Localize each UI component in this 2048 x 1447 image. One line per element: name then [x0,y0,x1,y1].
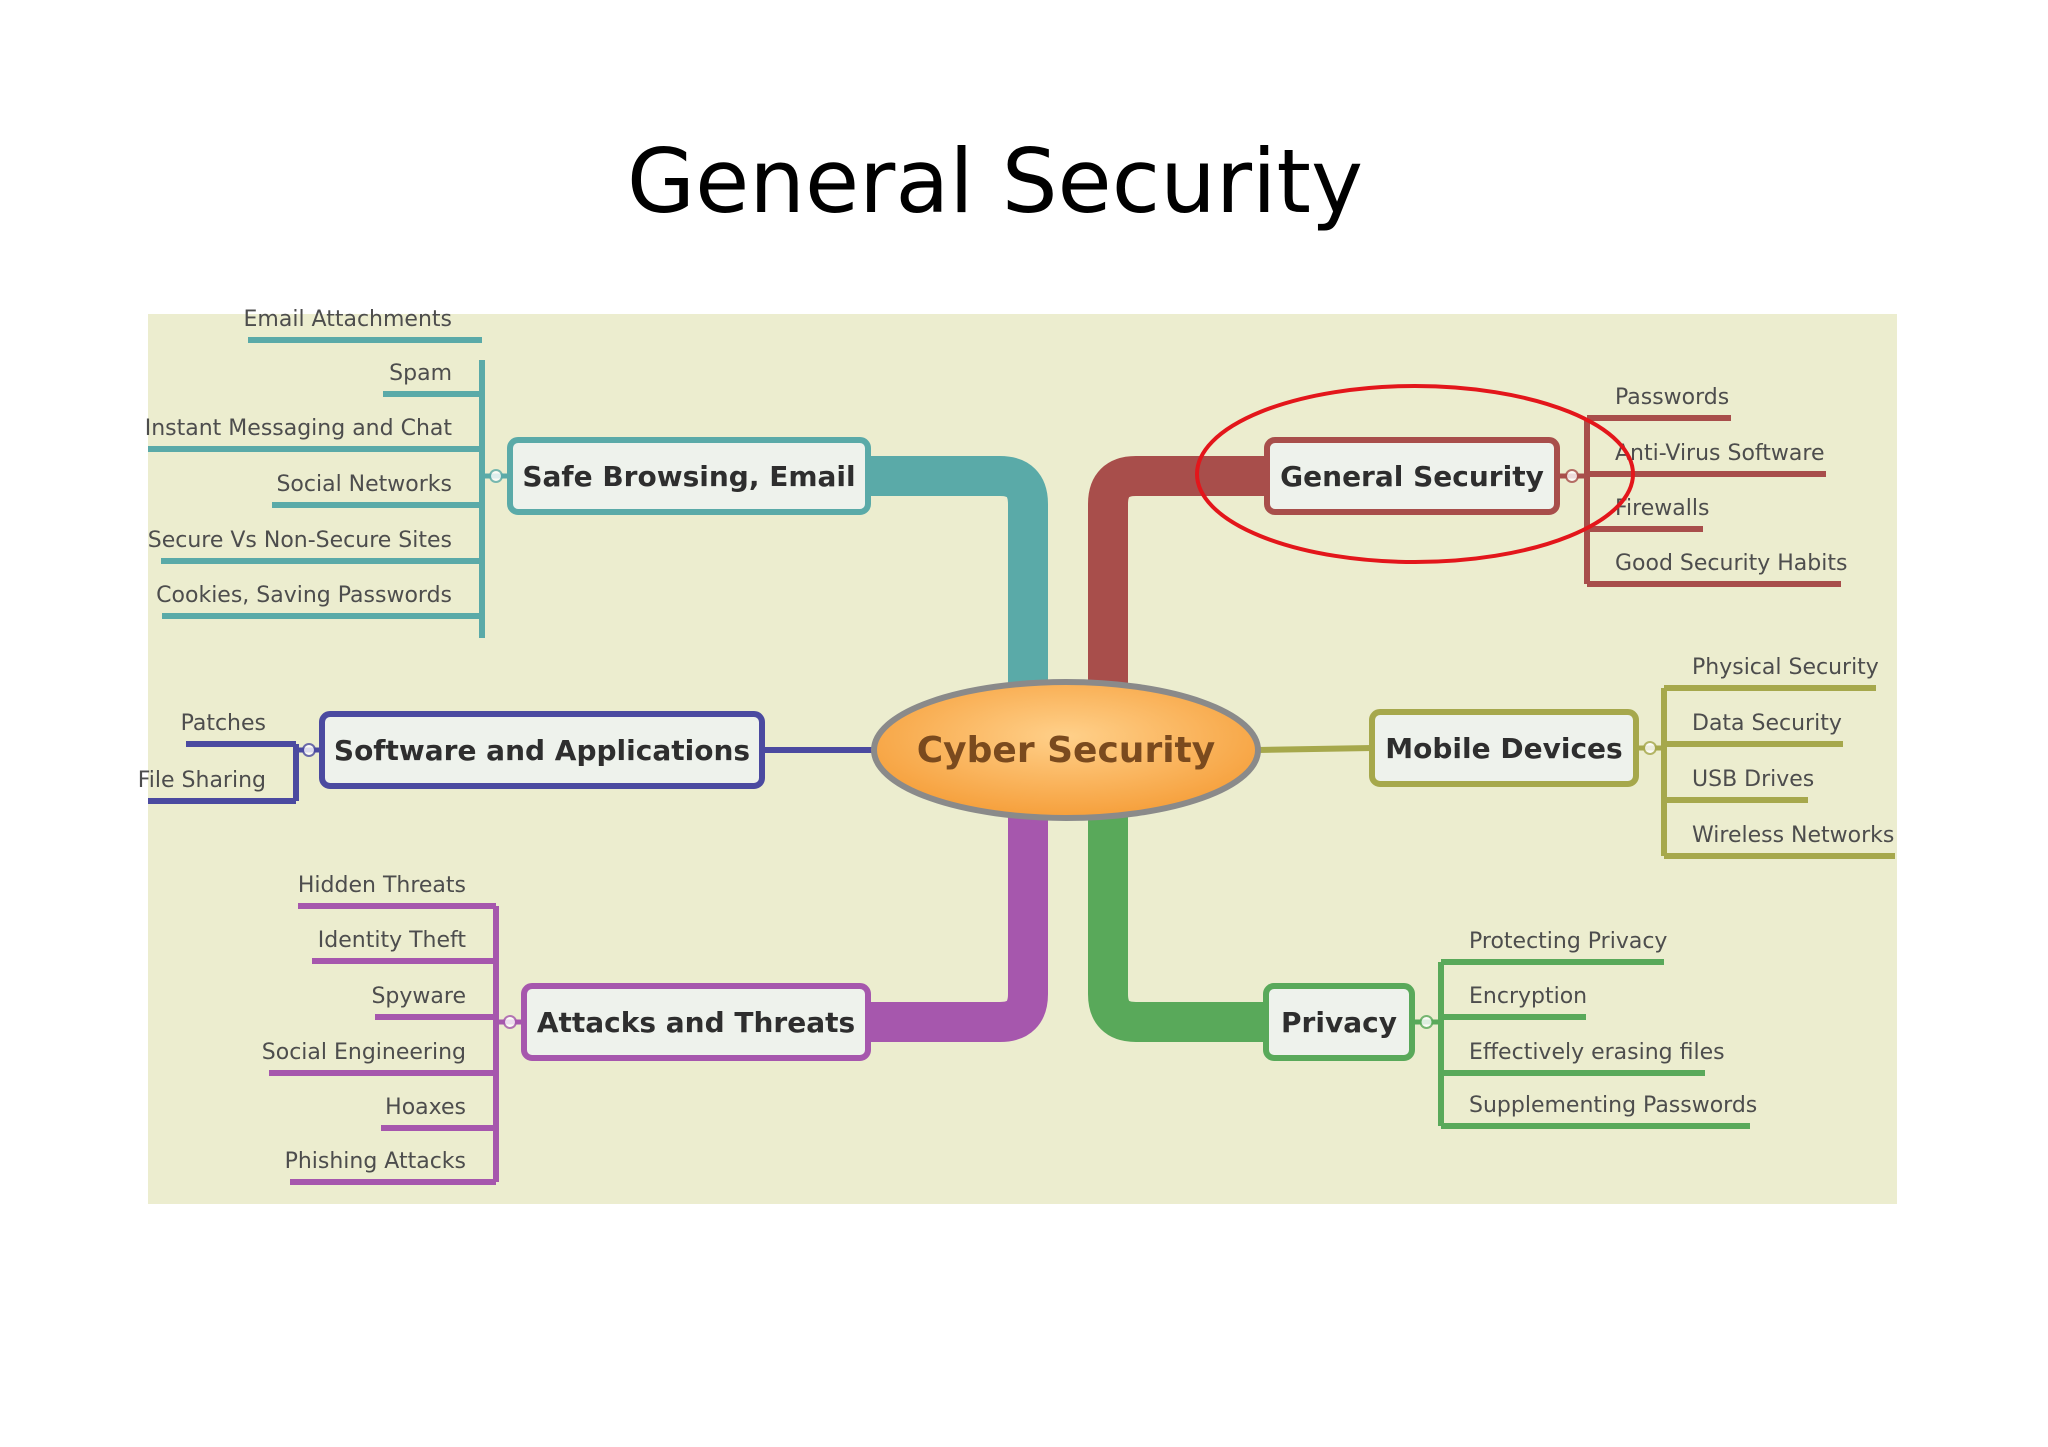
privacy-node-box [1263,983,1415,1061]
leaf-identity-theft: Identity Theft [318,928,467,953]
leaf-email-attachments: Email Attachments [244,307,452,332]
attacks-collapse-icon [503,1015,517,1029]
general-collapse-icon [1565,469,1579,483]
mobile-node-box [1369,709,1639,787]
safe-trunk [848,456,1048,720]
leaf-data-security: Data Security [1692,711,1842,736]
attacks-node-label: Attacks and Threats [537,1006,855,1039]
attacks-trunk [848,780,1048,1042]
leaf-wireless-networks: Wireless Networks [1692,823,1894,848]
leaf-social-engineering: Social Engineering [262,1040,466,1065]
branch-privacy: Protecting PrivacyEncryptionEffectively … [1263,929,1757,1129]
center-node: Cyber Security [871,679,1261,821]
leaf-physical-security: Physical Security [1692,655,1879,680]
attacks-node-box [521,983,871,1061]
mobile-collapse-icon [1643,741,1657,755]
privacy-collapse-icon [1419,1015,1434,1029]
leaf-patches: Patches [181,711,266,736]
leaf-anti-virus-software: Anti-Virus Software [1615,441,1824,466]
leaf-good-security-habits: Good Security Habits [1615,551,1847,576]
center-label: Cyber Security [917,730,1215,771]
safe-node-label: Safe Browsing, Email [522,460,855,493]
leaf-effectively-erasing-files: Effectively erasing files [1469,1040,1725,1065]
software-node-box [319,711,765,789]
leaf-protecting-privacy: Protecting Privacy [1469,929,1667,954]
safe-node-box [507,437,871,515]
software-collapse-icon [302,743,316,757]
leaf-instant-messaging-and-chat: Instant Messaging and Chat [145,416,453,441]
general-node-box [1264,437,1560,515]
leaf-file-sharing: File Sharing [138,768,266,793]
mobile-connector [1257,745,1373,753]
leaf-spyware: Spyware [371,984,466,1009]
leaf-encryption: Encryption [1469,984,1587,1009]
leaf-secure-vs-non-secure-sites: Secure Vs Non-Secure Sites [148,528,452,553]
software-node-label: Software and Applications [334,734,750,767]
mobile-node-label: Mobile Devices [1385,732,1622,765]
general-node-label: General Security [1280,460,1544,493]
leaf-supplementing-passwords: Supplementing Passwords [1469,1093,1757,1118]
highlight-circle [1195,384,1635,564]
leaf-cookies-saving-passwords: Cookies, Saving Passwords [156,583,452,608]
leaf-hidden-threats: Hidden Threats [298,873,466,898]
leaf-phishing-attacks: Phishing Attacks [285,1149,466,1174]
leaf-usb-drives: USB Drives [1692,767,1814,792]
leaf-spam: Spam [389,361,452,386]
center-ellipse [871,679,1261,821]
leaf-passwords: Passwords [1615,385,1729,410]
safe-collapse-icon [489,469,503,483]
leaf-social-networks: Social Networks [276,472,452,497]
slide-title: General Security [626,130,1364,233]
privacy-node-label: Privacy [1281,1006,1397,1039]
privacy-trunk [1088,780,1286,1042]
leaf-hoaxes: Hoaxes [385,1095,466,1120]
general-trunk [1088,456,1287,720]
leaf-firewalls: Firewalls [1615,496,1709,521]
